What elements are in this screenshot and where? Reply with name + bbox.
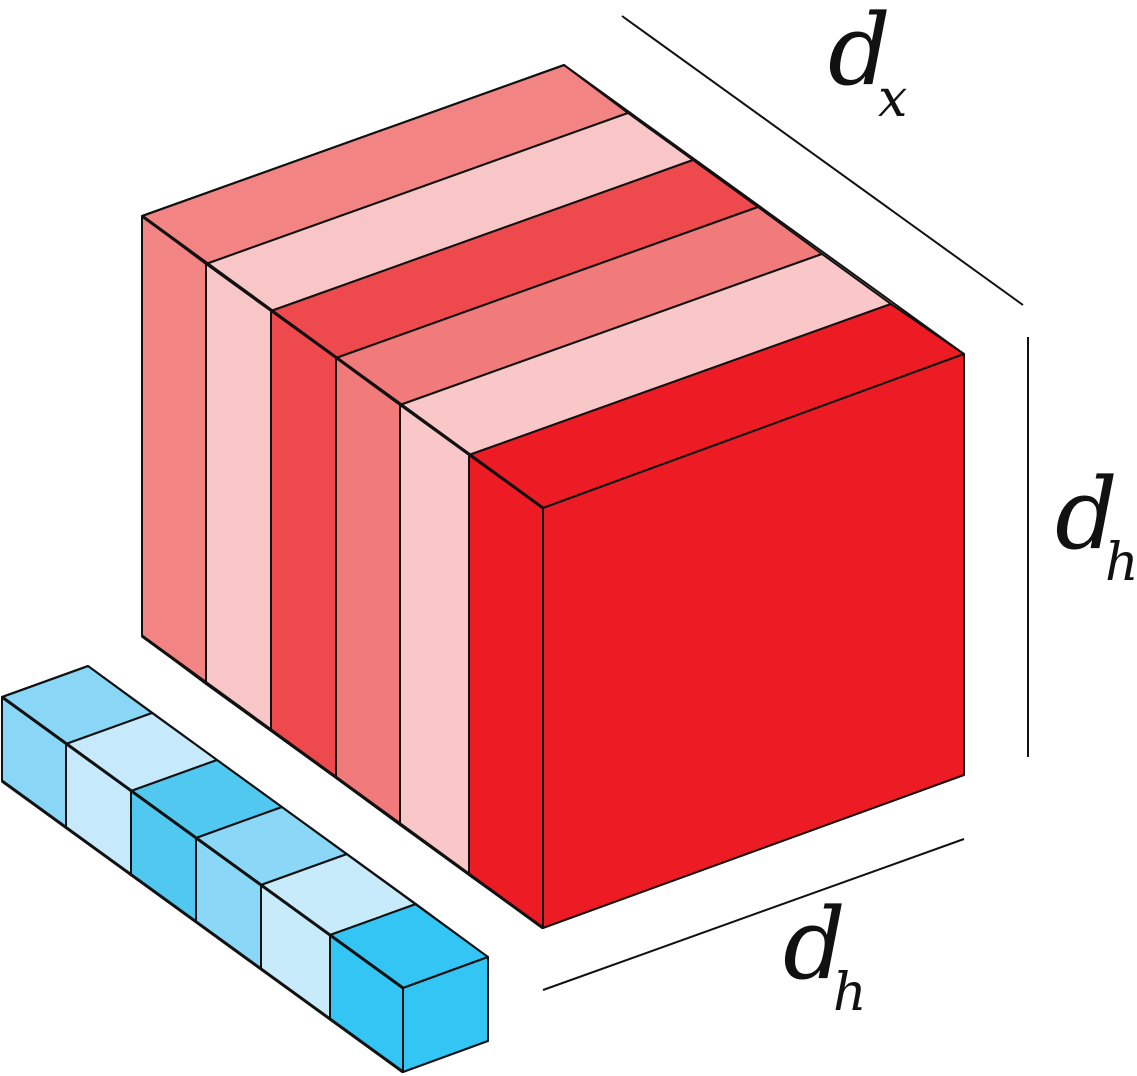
red-slice-side-5 [399, 404, 470, 876]
red-slice-side-4 [335, 357, 401, 826]
blue-vector-front-top-edge [1, 695, 404, 990]
blue-vector-bottom-edge [1, 779, 404, 1074]
dx-dimension-line [621, 15, 1024, 306]
dx-label: d x [828, 0, 907, 129]
dx-label-sub: x [878, 69, 907, 129]
dx-label-main: d [828, 0, 891, 108]
dh-right-label: d h [1055, 458, 1137, 593]
red-slice-side-3 [270, 310, 337, 779]
red-cube-top-outline [141, 63, 965, 355]
red-cube-front-top-edge [141, 214, 544, 510]
red-slice-side-1 [141, 215, 207, 685]
dh-horizontal-dimension-line [542, 838, 965, 991]
blue-vector [1, 664, 489, 1074]
dh-bottom-label: d h [783, 888, 867, 1023]
dh-bottom-label-sub: h [833, 963, 867, 1023]
dh-bottom-label-main: d [783, 888, 846, 1002]
red-cube-bottom-edge [141, 634, 544, 930]
dh-right-label-main: d [1055, 458, 1118, 572]
red-cube-front-face [542, 353, 965, 929]
blue-vector-top-outline [1, 664, 489, 958]
blue-vector-front-face [402, 956, 489, 1073]
red-slice-side-2 [205, 263, 272, 732]
dh-right-label-sub: h [1105, 533, 1137, 593]
red-slice-side-6 [468, 454, 544, 929]
red-cube [141, 63, 965, 930]
